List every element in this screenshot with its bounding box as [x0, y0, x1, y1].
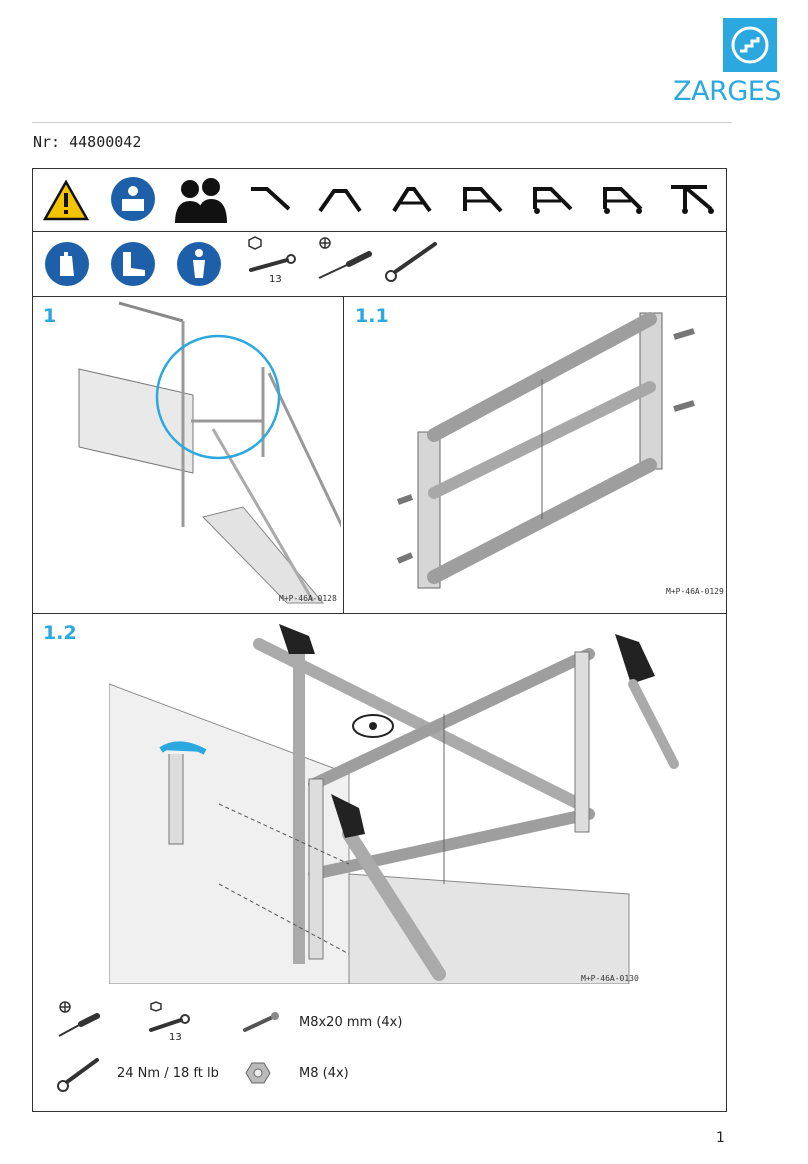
header-divider: [32, 122, 732, 123]
brand-name: ZARGES: [673, 76, 781, 107]
stair-type-6-icon: [603, 187, 643, 214]
wrench-icon: [248, 236, 296, 272]
icon-row-safety: [33, 169, 726, 232]
nut-icon: [245, 1062, 271, 1084]
figure-reference: M+P-46A-0129: [666, 587, 724, 596]
step-number: 1.1: [355, 305, 389, 327]
icon-row-ppe-tools: 13: [33, 232, 726, 297]
screwdriver-icon: [58, 1001, 100, 1037]
stair-type-4-icon: [463, 187, 503, 213]
figure-reference: M+P-46A-0130: [581, 974, 639, 983]
bolt-spec: M8x20 mm (4x): [299, 1015, 403, 1030]
read-manual-icon: [111, 177, 155, 221]
figure-reference: M+P-46A-0128: [279, 594, 337, 603]
harness-icon: [177, 242, 221, 286]
instruction-frame: [32, 168, 727, 1112]
warning-icon: [43, 179, 89, 221]
bolt-icon: [243, 1012, 279, 1032]
two-persons-icon: [175, 178, 227, 223]
torque-wrench-icon: [57, 1058, 99, 1092]
stair-type-3-icon: [392, 187, 432, 213]
step-number: 1.2: [43, 622, 77, 644]
safety-boots-icon: [111, 242, 155, 286]
page-number: 1: [716, 1130, 725, 1146]
stair-type-2-icon: [318, 189, 362, 213]
wrench-icon: [149, 1001, 190, 1032]
stair-type-1-icon: [251, 187, 291, 211]
zarges-logo: ZARGES: [663, 18, 783, 108]
wrench-size: 13: [269, 274, 282, 285]
stairs-logo-icon: [723, 18, 777, 72]
torque-wrench-icon: [385, 242, 437, 282]
document-number: Nr: 44800042: [33, 133, 142, 151]
wrench-size: 13: [169, 1032, 182, 1043]
screwdriver-icon: [318, 237, 372, 279]
nut-spec: M8 (4x): [299, 1066, 349, 1081]
step-number: 1: [43, 305, 57, 327]
step-1-1-panel: 1.1 M+P-46A-0129: [344, 297, 726, 614]
stair-type-5-icon: [533, 187, 573, 214]
step-1-panel: 1 M+P-46A-0128: [33, 297, 344, 614]
torque-spec: 24 Nm / 18 ft lb: [117, 1066, 219, 1081]
gloves-icon: [45, 242, 89, 286]
stair-overview-illustration: [78, 301, 341, 604]
gate-mounting-illustration: [109, 624, 679, 984]
step-1-2-panel: 1.2 M+P-46A-0130 13 M8x20 mm (4x): [33, 614, 726, 1111]
gate-frame-illustration: [396, 312, 695, 589]
stair-type-7-icon: [671, 185, 714, 214]
